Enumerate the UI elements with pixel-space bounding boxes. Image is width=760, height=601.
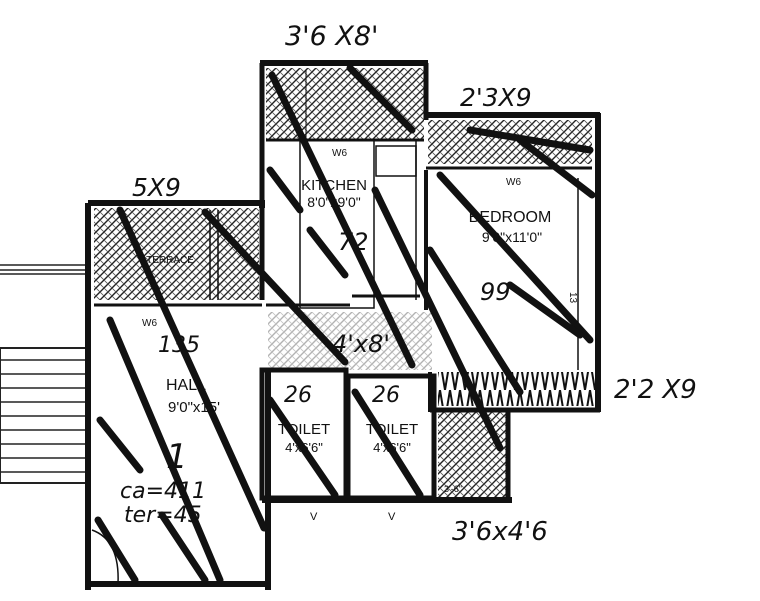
toilet1-name: TOILET — [278, 421, 330, 438]
annotation-top-right: 2'3X9 — [460, 83, 532, 112]
walls — [85, 60, 601, 590]
dim-13: 13 — [567, 292, 578, 304]
annotation-top: 3'6 X8' — [285, 21, 378, 52]
bedroom-name: BEDROOM — [469, 209, 552, 226]
staircase — [0, 347, 89, 484]
annotation-carpet-area: ca=411 — [120, 479, 206, 504]
toilet1-size: 4'x6'6" — [285, 440, 323, 455]
annotation-toilet1-area: 26 — [284, 383, 312, 408]
hall-name: HALL — [166, 377, 206, 394]
annotation-terrace-area: ter=45 — [124, 503, 202, 528]
bedroom-size: 9'0"x11'0" — [482, 229, 542, 245]
toilet-side-hatch — [438, 412, 506, 498]
w6-hall: W6 — [142, 318, 157, 329]
kitchen-size: 8'0"x9'0" — [307, 194, 360, 210]
railing — [0, 264, 88, 275]
toilet2-size: 4'x6'6" — [373, 440, 411, 455]
terrace-name: TERRACE — [146, 255, 194, 266]
annotation-count: 1 — [166, 437, 188, 477]
annotation-bottom-right: 3'6x4'6 — [452, 517, 548, 547]
annotation-kitchen-area: 72 — [338, 228, 369, 256]
toilet2-name: TOILET — [366, 421, 418, 438]
w6-kitchen: W6 — [332, 148, 347, 159]
dim-bottom: 3'-6" — [444, 484, 462, 494]
v-mark-1: V — [310, 511, 318, 523]
v-mark-2: V — [388, 511, 396, 523]
annotation-terrace-dim: 5X9 — [132, 173, 181, 202]
hall-size: 9'0"x15' — [168, 399, 220, 416]
bedroom-top-hatch — [428, 120, 592, 164]
annotation-bedroom-area: 99 — [480, 278, 511, 306]
annotation-hall-area: 135 — [158, 333, 200, 358]
annotation-passage: 4'x8' — [332, 330, 390, 358]
annotation-toilet2-area: 26 — [372, 383, 400, 408]
terrace-hatch — [94, 208, 259, 300]
annotation-right-mid: 2'2 X9 — [614, 375, 697, 405]
passage-hatch — [268, 312, 432, 370]
diagonal-strokes — [94, 64, 596, 584]
w6-bedroom: W6 — [506, 177, 521, 188]
kitchen-name: KITCHEN — [301, 177, 367, 194]
kitchen-top-hatch — [266, 68, 424, 140]
